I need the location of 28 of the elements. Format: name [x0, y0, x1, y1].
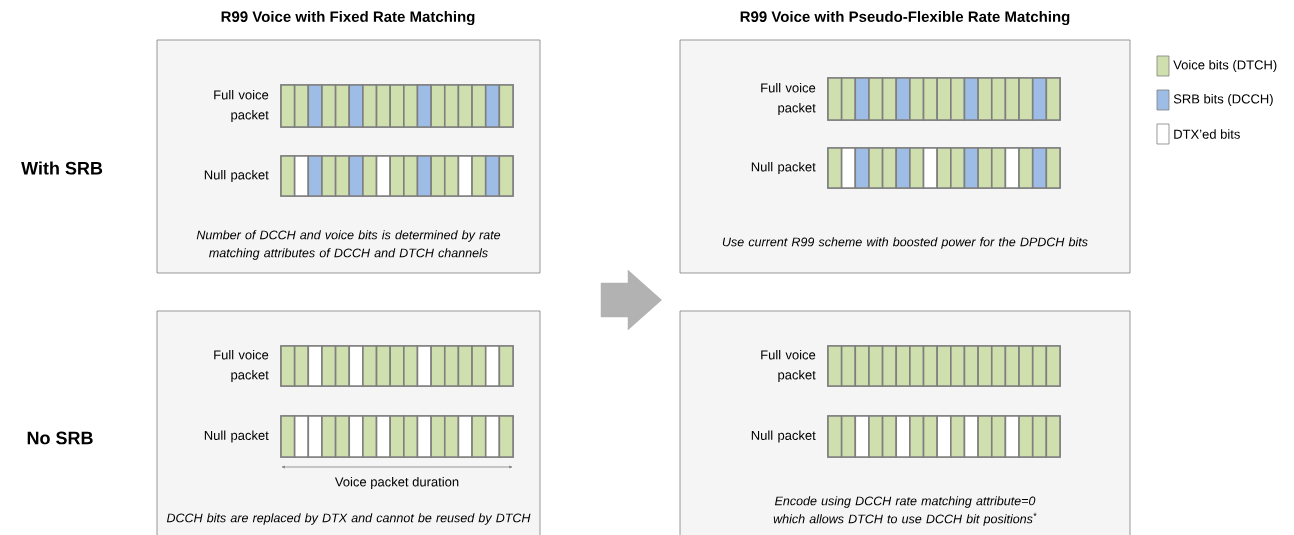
- packet-drawing: [827, 345, 1061, 387]
- packet-drawing: [280, 155, 514, 197]
- column-heading: R99 Voice with Pseudo-Flexible Rate Matching: [740, 11, 1070, 26]
- packet-drawing: [280, 84, 514, 128]
- panel-caption: Encode using DCCH rate matching attribute=0 which allows DTCH to use DCCH bit positions$^{*}$: [773, 496, 1037, 526]
- panel-caption: DCCH bits are replaced by DTX and cannot be reused by DTCH: [166, 513, 531, 525]
- packet-drawing: [827, 77, 1061, 121]
- legend-label: Voice bits (DTCH): [1173, 59, 1277, 73]
- packet-drawing: [827, 147, 1061, 189]
- legend-label: SRB bits (DCCH): [1173, 93, 1273, 107]
- packet-label: Full voice packet: [214, 349, 269, 383]
- dimension-label: Voice packet duration: [334, 476, 459, 490]
- row-heading: No SRB: [27, 431, 93, 445]
- packet-label: Null packet: [751, 161, 816, 175]
- packet-label: Full voice packet: [214, 89, 269, 123]
- packet-drawing: [280, 415, 514, 458]
- panel-caption: Number of DCCH and voice bits is determined by rate matching attributes of DCCH and DTCH channels: [196, 230, 501, 260]
- packet-drawing: [827, 415, 1061, 458]
- packet-drawing: [280, 345, 514, 387]
- row-heading: With SRB: [21, 161, 103, 175]
- packet-label: Null packet: [204, 169, 269, 183]
- column-heading: R99 Voice with Fixed Rate Matching: [221, 11, 475, 26]
- packet-label: Null packet: [751, 430, 816, 443]
- panel-caption: Use current R99 scheme with boosted power for the DPDCH bits: [722, 237, 1088, 249]
- packet-label: Null packet: [204, 430, 269, 443]
- packet-label: Full voice packet: [761, 82, 816, 116]
- packet-label: Full voice packet: [761, 349, 816, 383]
- legend-label: DTX’ed bits: [1174, 129, 1240, 139]
